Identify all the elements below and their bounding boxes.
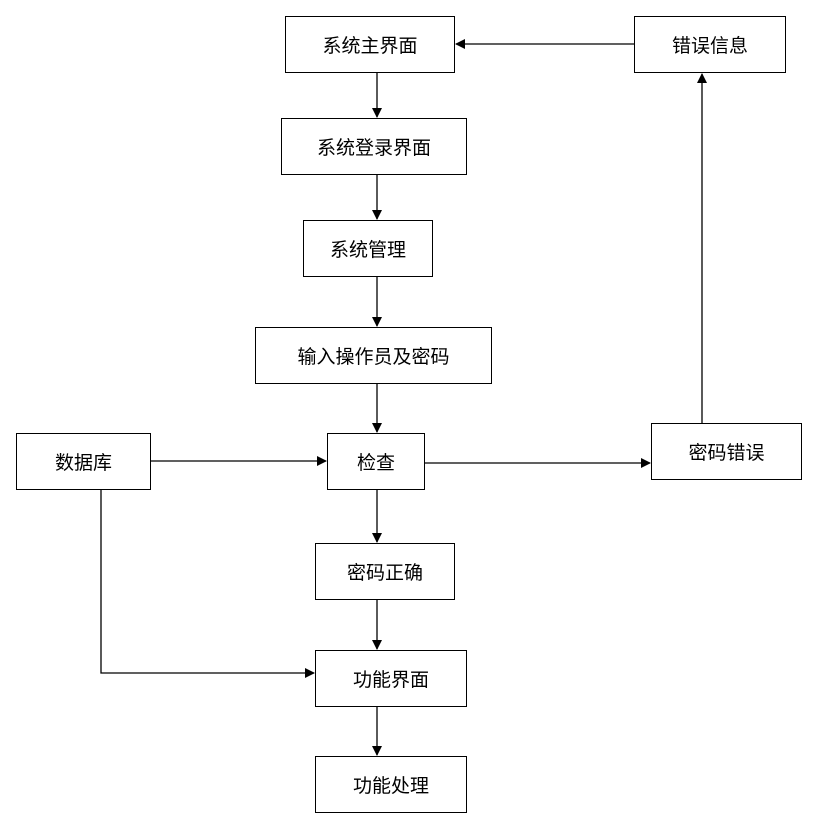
node-database-label: 数据库 bbox=[54, 452, 112, 474]
node-system-manage: 系统管理 bbox=[303, 220, 433, 277]
node-error-info: 错误信息 bbox=[634, 16, 786, 73]
node-password-correct: 密码正确 bbox=[315, 543, 455, 600]
node-function-ui-label: 功能界面 bbox=[352, 669, 429, 691]
node-function-process-label: 功能处理 bbox=[352, 775, 429, 797]
node-password-wrong: 密码错误 bbox=[651, 423, 802, 480]
node-main-ui: 系统主界面 bbox=[285, 16, 455, 73]
node-main-ui-label: 系统主界面 bbox=[322, 35, 418, 57]
node-password-wrong-label: 密码错误 bbox=[688, 442, 765, 464]
node-password-correct-label: 密码正确 bbox=[346, 562, 423, 584]
node-function-ui: 功能界面 bbox=[315, 650, 467, 707]
node-check-label: 检查 bbox=[356, 452, 395, 474]
node-database: 数据库 bbox=[16, 433, 151, 490]
node-check: 检查 bbox=[327, 433, 425, 490]
node-input-operator-label: 输入操作员及密码 bbox=[297, 346, 450, 368]
node-login-ui: 系统登录界面 bbox=[281, 118, 467, 175]
node-function-process: 功能处理 bbox=[315, 756, 467, 813]
arrow-database-to-function-ui bbox=[100, 490, 315, 678]
node-input-operator: 输入操作员及密码 bbox=[255, 327, 492, 384]
node-system-manage-label: 系统管理 bbox=[329, 239, 406, 261]
node-error-info-label: 错误信息 bbox=[671, 35, 748, 57]
node-login-ui-label: 系统登录界面 bbox=[316, 137, 431, 159]
